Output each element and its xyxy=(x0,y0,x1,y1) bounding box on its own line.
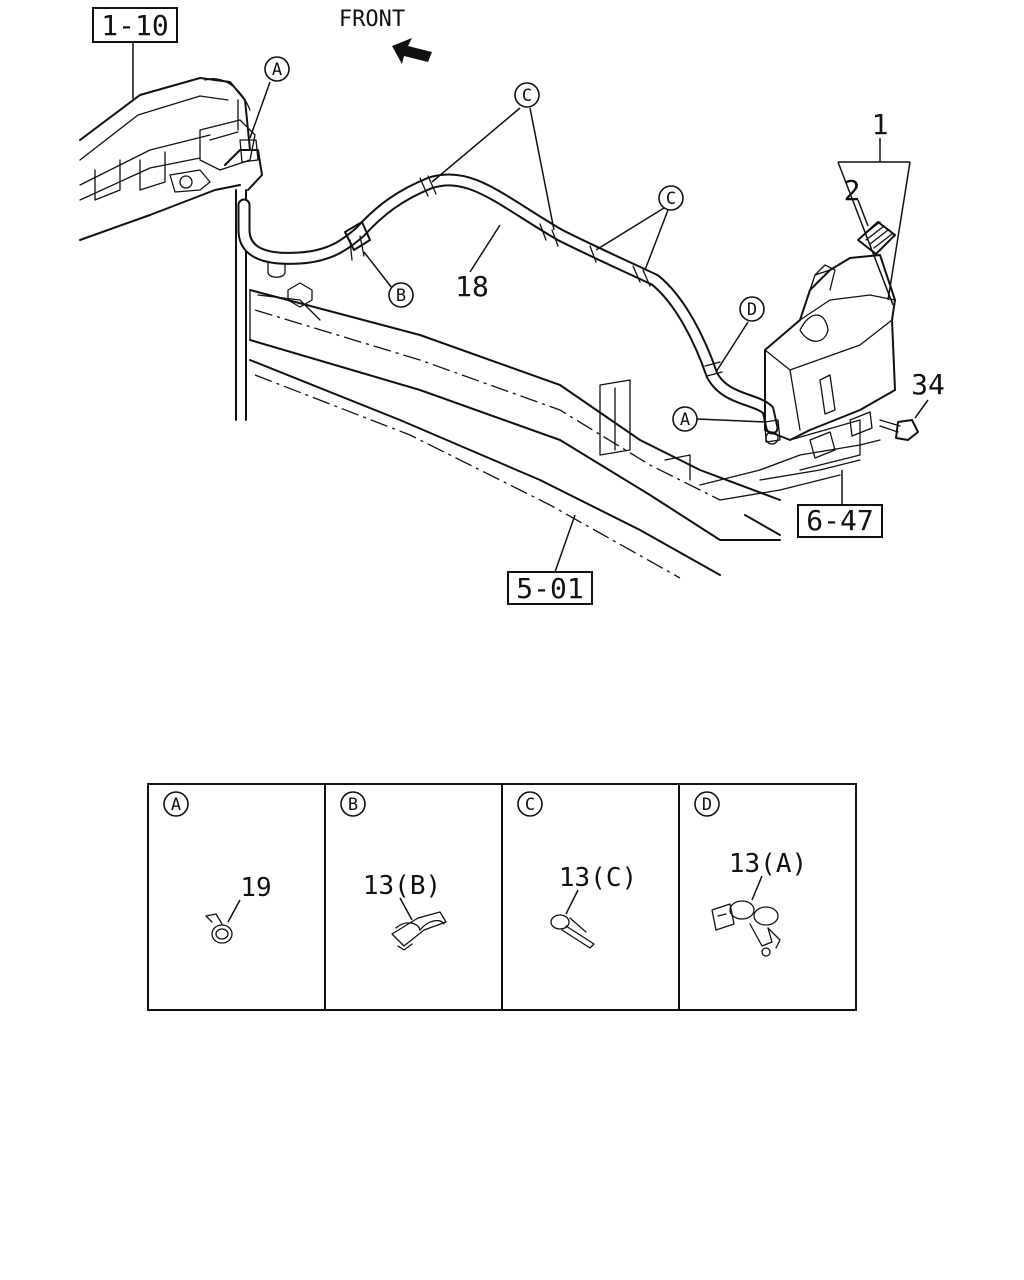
svg-text:D: D xyxy=(702,795,712,815)
ref-label-5-01: 5-01 xyxy=(516,572,583,605)
svg-text:B: B xyxy=(348,795,358,815)
front-arrow-icon xyxy=(392,38,432,64)
marker-leader-c1a xyxy=(431,107,521,183)
detail-marker-d: D xyxy=(694,791,720,817)
detail-leader-b xyxy=(399,897,413,921)
front-label: FRONT xyxy=(339,7,405,32)
marker-d[interactable]: D xyxy=(739,296,765,322)
detail-label-13c: 13(C) xyxy=(559,863,637,893)
marker-a-tank[interactable]: A xyxy=(672,406,698,432)
svg-text:B: B xyxy=(396,286,406,306)
svg-text:A: A xyxy=(171,795,181,815)
part-label-1: 1 xyxy=(872,108,889,141)
part-leader-18 xyxy=(469,224,501,273)
detail-cell-d[interactable]: D 13(A) xyxy=(694,791,807,957)
detail-cell-b[interactable]: B 13(B) xyxy=(340,791,447,951)
washer-tank[interactable] xyxy=(764,254,896,459)
hose-clip-13b xyxy=(391,911,447,951)
frame-rail xyxy=(249,256,881,579)
part-leader-34 xyxy=(914,399,929,419)
marker-a-top[interactable]: A xyxy=(264,56,290,82)
detail-leader-d xyxy=(751,875,763,901)
detail-cell-a[interactable]: A 19 xyxy=(163,791,272,944)
part-label-18: 18 xyxy=(455,270,489,303)
marker-c-upper[interactable]: C xyxy=(514,82,540,108)
hose-clip-13a xyxy=(711,900,781,957)
marker-leader-d xyxy=(715,321,749,373)
hose-clip-c xyxy=(419,175,723,377)
front-panel-assembly xyxy=(79,77,263,421)
ref-box-6-47[interactable]: 6-47 xyxy=(797,504,883,538)
part-label-34: 34 xyxy=(911,368,945,401)
detail-marker-c: C xyxy=(517,791,543,817)
svg-text:D: D xyxy=(747,300,757,320)
mounting-bolt[interactable] xyxy=(879,419,919,441)
ref-label-1-10: 1-10 xyxy=(101,9,168,42)
detail-label-13a: 13(A) xyxy=(729,849,807,879)
svg-text:C: C xyxy=(666,189,676,209)
svg-text:C: C xyxy=(525,795,535,815)
detail-table xyxy=(147,783,857,1011)
hose-clip-13c xyxy=(550,914,595,949)
hose-clamp-19 xyxy=(205,913,233,944)
ref-label-6-47: 6-47 xyxy=(806,504,873,537)
detail-leader-a xyxy=(227,899,241,923)
detail-leader-c xyxy=(565,889,579,915)
detail-label-13b: 13(B) xyxy=(363,871,441,901)
part-leader-1a xyxy=(837,161,894,306)
marker-leader-a-top xyxy=(249,81,271,139)
ref-box-5-01[interactable]: 5-01 xyxy=(507,571,593,605)
marker-leader-b xyxy=(363,251,393,289)
marker-c-lower[interactable]: C xyxy=(658,185,684,211)
hose-joint-a-top xyxy=(239,139,259,163)
marker-leader-c2b xyxy=(644,209,669,271)
detail-cell-c[interactable]: C 13(C) xyxy=(517,791,637,949)
svg-text:A: A xyxy=(272,60,282,80)
marker-leader-c2a xyxy=(595,207,665,251)
marker-leader-a-tank xyxy=(696,418,767,423)
svg-text:A: A xyxy=(680,410,690,430)
svg-text:C: C xyxy=(522,86,532,106)
detail-marker-b: B xyxy=(340,791,366,817)
part-label-2: 2 xyxy=(844,174,861,207)
ref-leader-5-01 xyxy=(554,514,576,573)
part-leader-1b xyxy=(887,161,911,301)
ref-box-1-10[interactable]: 1-10 xyxy=(92,7,178,43)
detail-label-19: 19 xyxy=(240,873,271,903)
detail-marker-a: A xyxy=(163,791,189,817)
part-leader-2 xyxy=(857,199,869,227)
marker-leader-c1b xyxy=(529,107,555,231)
washer-hose[interactable] xyxy=(237,173,779,435)
hose-clip-b xyxy=(344,221,371,261)
marker-b[interactable]: B xyxy=(388,282,414,308)
